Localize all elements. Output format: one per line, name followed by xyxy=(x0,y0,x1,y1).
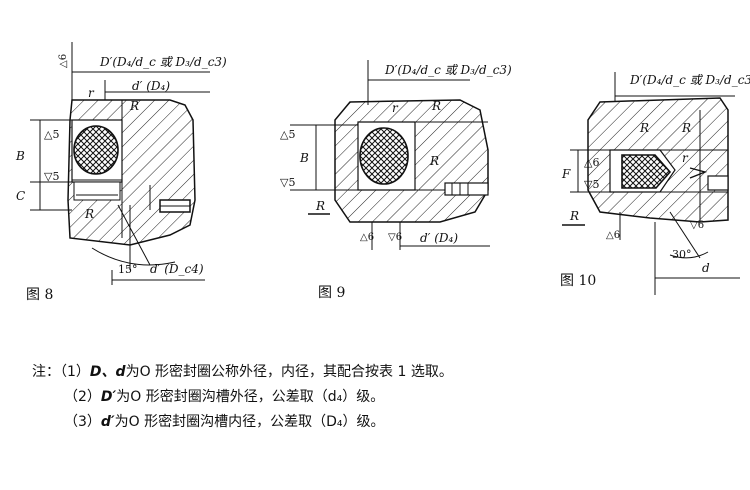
drawing-stage: △6 D′(D₄/d_c 或 D₃/d_c3) d′ (D₄) r R R △5… xyxy=(15,42,750,295)
fig9-dim-b: B xyxy=(299,151,309,165)
note-row: （2）D′为O 形密封圈沟槽外径，公差取（d₄）级。 xyxy=(32,385,732,410)
fig9-tol-c: △6 xyxy=(360,232,374,243)
fig8-dim-c: C xyxy=(16,189,25,203)
fig10-R1: R xyxy=(639,121,649,135)
fig10-R3: R xyxy=(569,209,579,223)
fig10-tol-b: ▽5 xyxy=(584,178,599,191)
fig8-R-bot: R xyxy=(84,207,94,221)
figure-9: D′(D₄/d_c 或 D₃/d_c3) r R R R △5 ▽5 B △6 … xyxy=(280,60,512,250)
fig9-outer-label: D′(D₄/d_c 或 D₃/d_c3) xyxy=(384,63,512,77)
fig10-tol-a: △6 xyxy=(584,156,599,169)
fig8-o-ring xyxy=(73,125,119,175)
note-text: 为O 形密封圈沟槽外径，公差取（d₄）级。 xyxy=(116,389,385,405)
note-symbol: D、d xyxy=(89,364,126,380)
fig10-r-label: r xyxy=(682,151,689,165)
fig8-outer-label: D′(D₄/d_c 或 D₃/d_c3) xyxy=(99,55,227,69)
fig9-tol-a: △5 xyxy=(280,128,295,141)
fig8-angle: 15° xyxy=(118,263,138,276)
fig8-tol-top: △6 xyxy=(58,54,69,68)
notes-block: 注：（1）D、d为O 形密封圈公称外径，内径，其配合按表 1 选取。 （2）D′… xyxy=(32,360,732,435)
fig9-R2: R xyxy=(429,154,439,168)
fig8-bottom-label: d′ (D_c4) xyxy=(150,262,204,276)
fig10-angle: 30° xyxy=(672,248,692,261)
fig9-R3: R xyxy=(315,199,325,213)
fig8-inner-label: d′ (D₄) xyxy=(132,79,170,93)
fig9-caption: 图 9 xyxy=(318,285,346,301)
fig8-R-top: R xyxy=(129,99,139,113)
fig10-R2: R xyxy=(681,121,691,135)
fig8-tol-a: △5 xyxy=(44,128,59,141)
note-number: （2） xyxy=(64,389,101,405)
fig8-r-label: r xyxy=(88,86,95,100)
fig9-o-ring xyxy=(359,127,409,185)
fig8-dim-b: B xyxy=(15,149,25,163)
seal-groove-drawings: △6 D′(D₄/d_c 或 D₃/d_c3) d′ (D₄) r R R △5… xyxy=(15,42,750,295)
fig9-bottom-label: d′ (D₄) xyxy=(420,231,458,245)
fig9-R1: R xyxy=(431,99,441,113)
fig10-outer-label: D′(D₄/d_c 或 D₃/d_c3) xyxy=(629,73,750,87)
fig10-caption: 图 10 xyxy=(560,273,597,289)
note-symbol: d′ xyxy=(100,414,115,430)
note-symbol: D′ xyxy=(100,389,117,405)
fig10-dim-f: F xyxy=(561,167,571,181)
fig8-backup-ring xyxy=(73,181,121,201)
fig9-tol-b: ▽5 xyxy=(280,176,295,189)
note-number: （1） xyxy=(60,364,90,380)
fig8-caption: 图 8 xyxy=(26,287,54,303)
fig10-o-ring xyxy=(621,154,672,189)
fig8-tol-b: ▽5 xyxy=(44,170,59,183)
fig10-tol-d: ▽6 xyxy=(690,220,704,231)
fig10-tol-c: △6 xyxy=(606,230,620,241)
figure-10: D′(D₄/d_c 或 D₃/d_c3) R R R r △6 ▽5 F △6 … xyxy=(561,72,750,295)
fig9-tol-d: ▽6 xyxy=(388,232,402,243)
note-number: （3） xyxy=(64,414,101,430)
fig9-r-label: r xyxy=(392,101,399,115)
note-row: 注：（1）D、d为O 形密封圈公称外径，内径，其配合按表 1 选取。 xyxy=(32,360,732,385)
note-text: 为O 形密封圈沟槽内径，公差取（D₄）级。 xyxy=(114,414,385,430)
note-row: （3）d′为O 形密封圈沟槽内径，公差取（D₄）级。 xyxy=(32,410,732,435)
note-prefix: 注： xyxy=(32,364,60,380)
note-text: 为O 形密封圈公称外径，内径，其配合按表 1 选取。 xyxy=(125,364,453,380)
figure-8: △6 D′(D₄/d_c 或 D₃/d_c3) d′ (D₄) r R R △5… xyxy=(15,42,227,285)
fig10-bottom-label: d xyxy=(702,261,710,275)
